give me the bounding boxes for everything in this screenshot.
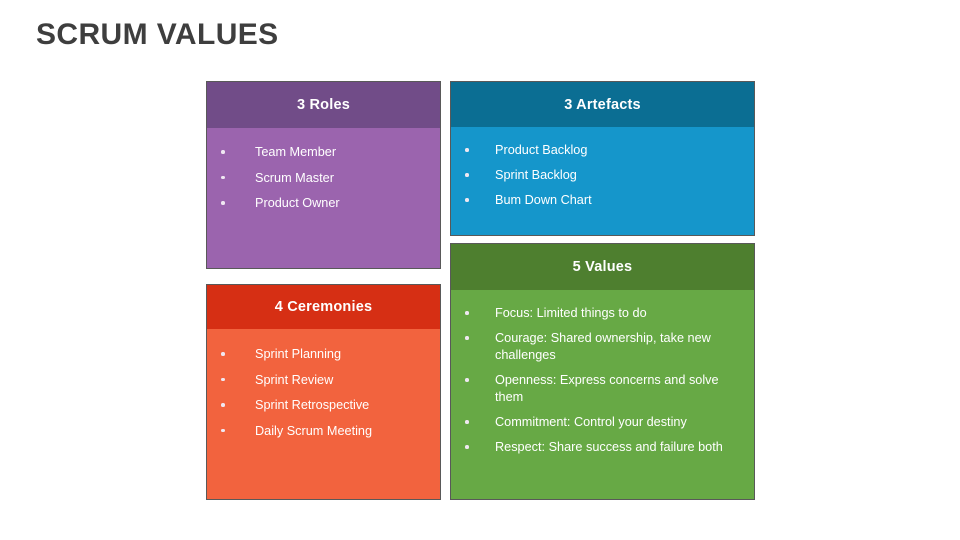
list-item: Product Backlog (465, 142, 740, 159)
list-item: Commitment: Control your destiny (465, 414, 736, 431)
list-item-label: Product Owner (255, 196, 340, 210)
list-item-label: Daily Scrum Meeting (255, 423, 373, 438)
card-artefacts-body: Product Backlog Sprint Backlog Bum Down … (451, 127, 754, 235)
card-roles-list: Team Member Scrum Master Product Owner (221, 144, 426, 212)
list-item-label: Scrum Master (255, 170, 334, 185)
list-item-label: Sprint Retrospective (255, 398, 370, 412)
bullet-icon (465, 173, 469, 177)
list-item-label: Sprint Review (255, 372, 334, 387)
bullet-icon (221, 352, 225, 356)
list-item-label: Bum Down Chart (495, 193, 592, 207)
list-item: Scrum Master (221, 170, 426, 187)
page-title: SCRUM VALUES (36, 18, 279, 51)
card-ceremonies[interactable]: 4 Ceremonies Sprint Planning Sprint Revi… (206, 284, 441, 500)
list-item-label: Courage: Shared ownership, take new chal… (495, 331, 711, 362)
bullet-icon (465, 445, 469, 449)
bullet-icon (465, 148, 469, 152)
card-roles[interactable]: 3 Roles Team Member Scrum Master Product… (206, 81, 441, 269)
card-values-list: Focus: Limited things to do Courage: Sha… (465, 305, 736, 456)
card-ceremonies-list: Sprint Planning Sprint Review Sprint Ret… (221, 346, 426, 440)
list-item: Bum Down Chart (465, 192, 740, 209)
list-item: Openness: Express concerns and solve the… (465, 372, 736, 406)
list-item: Team Member (221, 144, 426, 161)
card-roles-body: Team Member Scrum Master Product Owner (207, 128, 440, 268)
bullet-icon (221, 175, 225, 179)
bullet-icon (465, 420, 469, 424)
card-artefacts-header: 3 Artefacts (451, 82, 754, 127)
list-item-label: Sprint Backlog (495, 168, 577, 182)
bullet-icon (465, 336, 469, 340)
card-roles-header: 3 Roles (207, 82, 440, 128)
bullet-icon (465, 378, 469, 382)
card-values[interactable]: 5 Values Focus: Limited things to do Cou… (450, 243, 755, 500)
bullet-icon (221, 377, 225, 381)
card-values-header: 5 Values (451, 244, 754, 290)
bullet-icon (221, 201, 225, 205)
list-item-label: Sprint Planning (255, 347, 342, 361)
bullet-icon (465, 311, 469, 315)
list-item-label: Commitment: Control your destiny (495, 415, 687, 429)
list-item: Sprint Review (221, 372, 426, 389)
list-item: Respect: Share success and failure both (465, 439, 736, 456)
list-item-label: Team Member (255, 145, 337, 159)
list-item: Product Owner (221, 195, 426, 212)
list-item-label: Respect: Share success and failure both (495, 440, 723, 454)
list-item: Daily Scrum Meeting (221, 423, 426, 440)
card-ceremonies-header: 4 Ceremonies (207, 285, 440, 329)
bullet-icon (221, 428, 225, 432)
list-item: Courage: Shared ownership, take new chal… (465, 330, 736, 364)
list-item: Sprint Retrospective (221, 397, 426, 414)
list-item: Focus: Limited things to do (465, 305, 736, 322)
card-artefacts-list: Product Backlog Sprint Backlog Bum Down … (465, 142, 740, 209)
list-item: Sprint Backlog (465, 167, 740, 184)
card-artefacts[interactable]: 3 Artefacts Product Backlog Sprint Backl… (450, 81, 755, 236)
bullet-icon (221, 403, 225, 407)
bullet-icon (465, 198, 469, 202)
list-item-label: Focus: Limited things to do (495, 306, 647, 320)
list-item-label: Openness: Express concerns and solve the… (495, 373, 719, 404)
list-item-label: Product Backlog (495, 143, 588, 157)
card-ceremonies-body: Sprint Planning Sprint Review Sprint Ret… (207, 329, 440, 499)
bullet-icon (221, 150, 225, 154)
card-values-body: Focus: Limited things to do Courage: Sha… (451, 290, 754, 499)
list-item: Sprint Planning (221, 346, 426, 363)
